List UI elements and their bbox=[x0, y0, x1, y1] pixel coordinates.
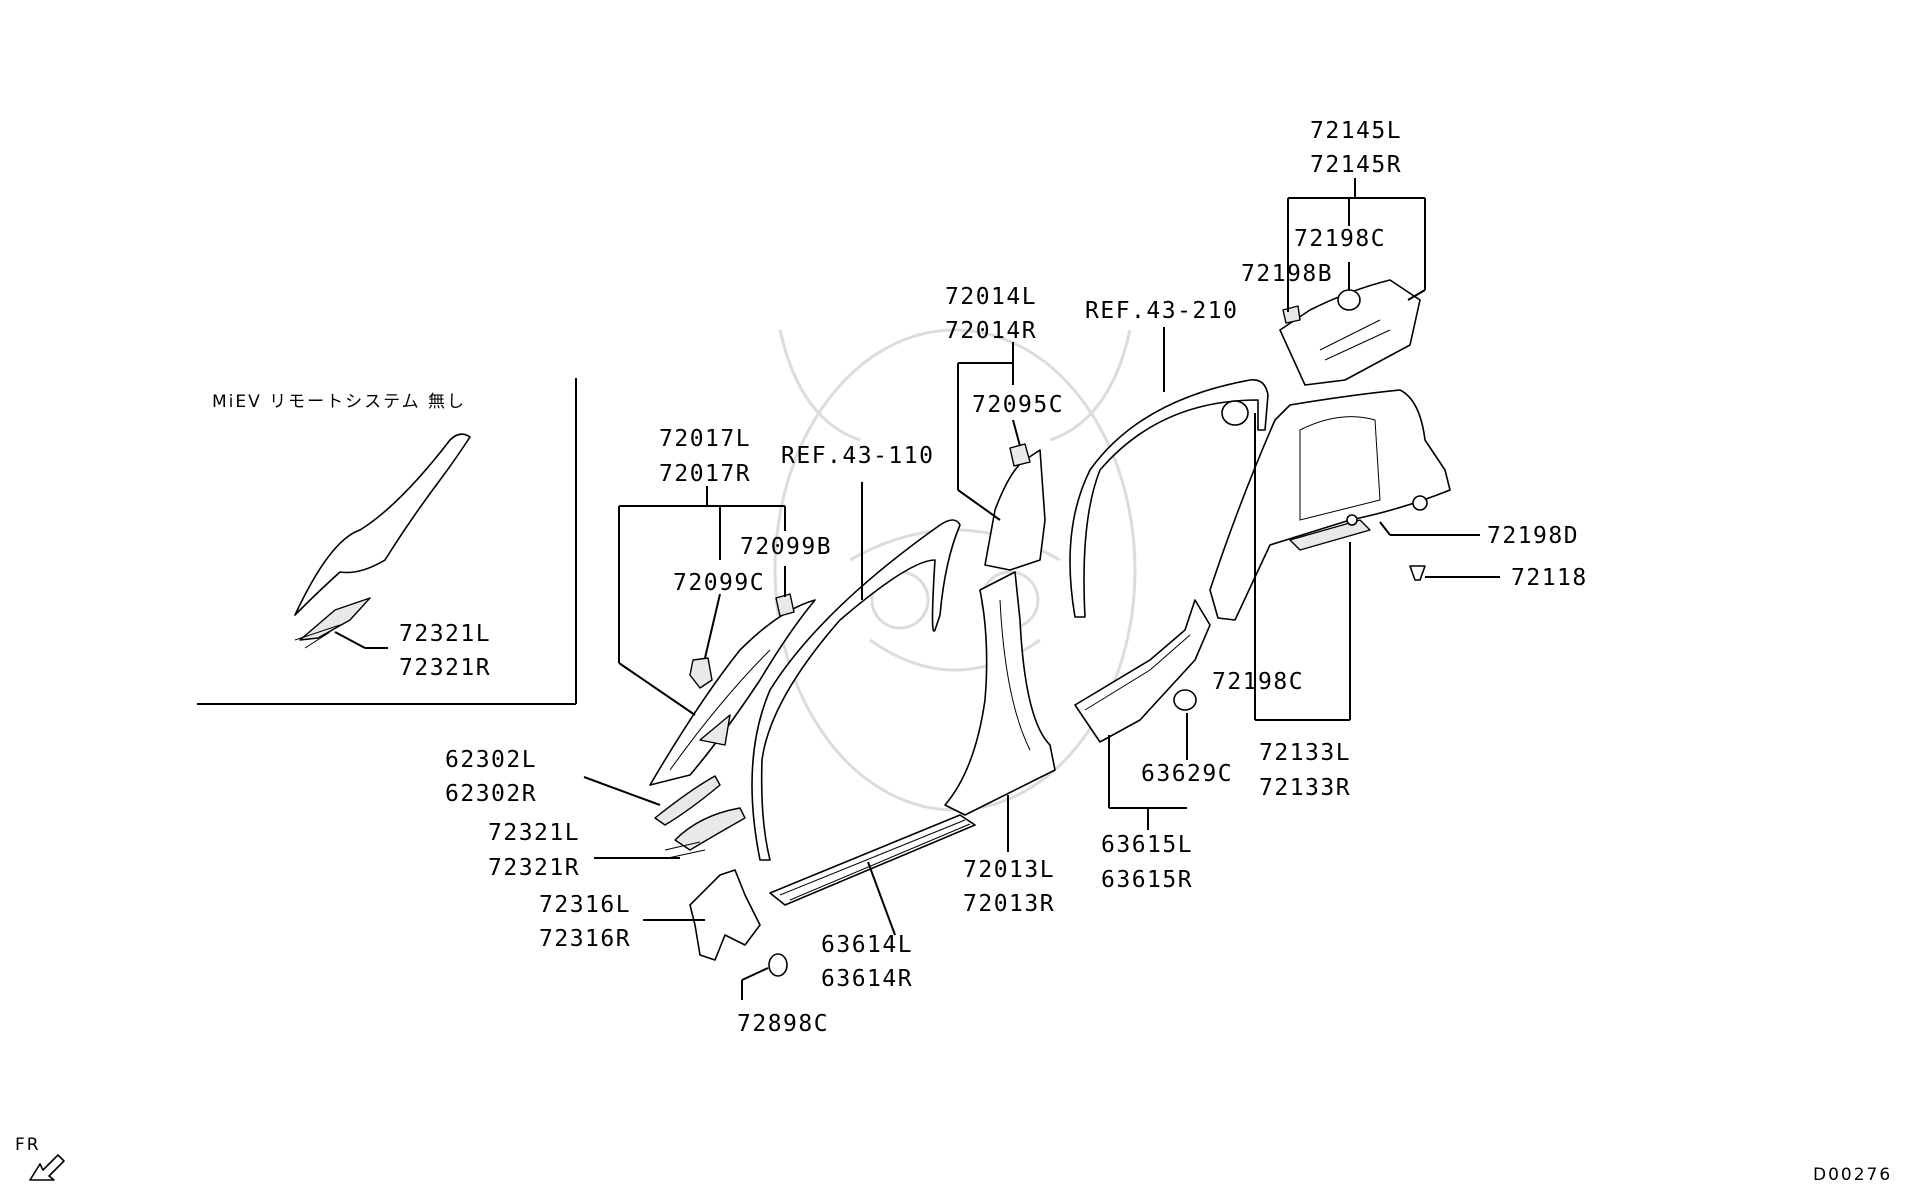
inset-frame bbox=[197, 378, 577, 705]
label-72145L: 72145L bbox=[1310, 118, 1402, 144]
upper-quarter-trim bbox=[1279, 279, 1421, 386]
label-72014R: 72014R bbox=[945, 318, 1037, 344]
label-72316L: 72316L bbox=[539, 892, 631, 918]
label-ref-43-210: REF.43-210 bbox=[1085, 298, 1238, 324]
label-63629C: 63629C bbox=[1141, 761, 1233, 787]
label-ref-43-110: REF.43-110 bbox=[781, 443, 934, 469]
b-pillar-trim bbox=[944, 443, 1056, 816]
front-direction-label: FR bbox=[15, 1135, 41, 1155]
rear-quarter-trim bbox=[1209, 389, 1451, 621]
label-72017R: 72017R bbox=[659, 461, 751, 487]
label-62302R: 62302R bbox=[445, 781, 537, 807]
part-labels: 72145L 72145R 72198C 72198B REF.43-210 7… bbox=[15, 118, 1892, 1185]
label-72095C: 72095C bbox=[972, 392, 1064, 418]
label-72145R: 72145R bbox=[1310, 152, 1402, 178]
label-inset-72321R: 72321R bbox=[399, 655, 491, 681]
label-72198C-mid: 72198C bbox=[1212, 669, 1304, 695]
inset-title: MiEV リモートシステム 無し bbox=[212, 392, 466, 412]
inset-pillar-part bbox=[294, 433, 471, 649]
label-63615R: 63615R bbox=[1101, 867, 1193, 893]
label-63615L: 63615L bbox=[1101, 832, 1193, 858]
label-72198D: 72198D bbox=[1487, 523, 1579, 549]
label-63614R: 63614R bbox=[821, 966, 913, 992]
leader-lines bbox=[334, 178, 1500, 1000]
label-62302L: 62302L bbox=[445, 747, 537, 773]
door-weatherstrip-front bbox=[751, 519, 961, 861]
label-72014L: 72014L bbox=[945, 284, 1037, 310]
label-72118: 72118 bbox=[1511, 565, 1588, 591]
kick-panel-parts bbox=[654, 775, 788, 977]
a-pillar-trim bbox=[649, 593, 816, 786]
label-72013L: 72013L bbox=[963, 857, 1055, 883]
label-72321R: 72321R bbox=[488, 855, 580, 881]
label-72133R: 72133R bbox=[1259, 775, 1351, 801]
label-72017L: 72017L bbox=[659, 426, 751, 452]
label-72133L: 72133L bbox=[1259, 740, 1351, 766]
label-inset-72321L: 72321L bbox=[399, 621, 491, 647]
label-72198C-top: 72198C bbox=[1294, 226, 1386, 252]
label-72013R: 72013R bbox=[963, 891, 1055, 917]
door-weatherstrip-rear bbox=[1069, 378, 1269, 618]
front-direction-arrow-icon bbox=[29, 1154, 65, 1181]
label-63614L: 63614L bbox=[821, 932, 913, 958]
label-72316R: 72316R bbox=[539, 926, 631, 952]
front-door-sill bbox=[769, 814, 976, 906]
label-72321L: 72321L bbox=[488, 820, 580, 846]
label-72099B: 72099B bbox=[740, 534, 832, 560]
rear-door-sill bbox=[1074, 599, 1211, 743]
diagram-code: D00276 bbox=[1813, 1165, 1892, 1185]
label-72898C: 72898C bbox=[737, 1011, 829, 1037]
label-72099C: 72099C bbox=[673, 570, 765, 596]
label-72198B: 72198B bbox=[1241, 261, 1333, 287]
